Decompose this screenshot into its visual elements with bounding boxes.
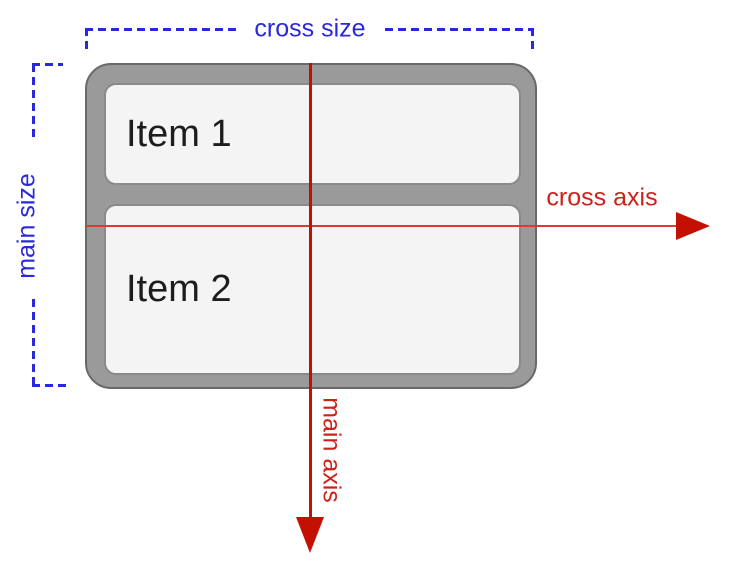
cross-size-bracket-right-segment bbox=[385, 28, 533, 31]
cross-size-bracket-left-segment bbox=[85, 28, 237, 31]
cross-size-bracket-right-tick bbox=[531, 28, 534, 52]
flex-item-2: Item 2 bbox=[104, 204, 521, 375]
flex-item-1-label: Item 1 bbox=[126, 112, 232, 155]
main-size-bracket-bottom-tick bbox=[32, 384, 67, 387]
cross-size-label: cross size bbox=[254, 14, 366, 43]
main-size-bracket-top-segment bbox=[32, 64, 35, 142]
main-size-bracket-bottom-segment bbox=[32, 299, 35, 387]
cross-axis-arrowhead bbox=[676, 212, 710, 240]
cross-size-bracket-left-tick bbox=[85, 28, 88, 52]
cross-axis-line bbox=[85, 225, 676, 227]
main-size-label: main size bbox=[12, 173, 41, 279]
main-axis-arrowhead bbox=[296, 517, 324, 553]
main-size-bracket-top-tick bbox=[32, 63, 63, 66]
flex-item-1: Item 1 bbox=[104, 83, 521, 185]
cross-axis-label: cross axis bbox=[546, 183, 658, 212]
main-axis-line bbox=[309, 63, 312, 517]
flex-item-2-label: Item 2 bbox=[126, 268, 232, 310]
main-axis-label: main axis bbox=[317, 397, 346, 503]
